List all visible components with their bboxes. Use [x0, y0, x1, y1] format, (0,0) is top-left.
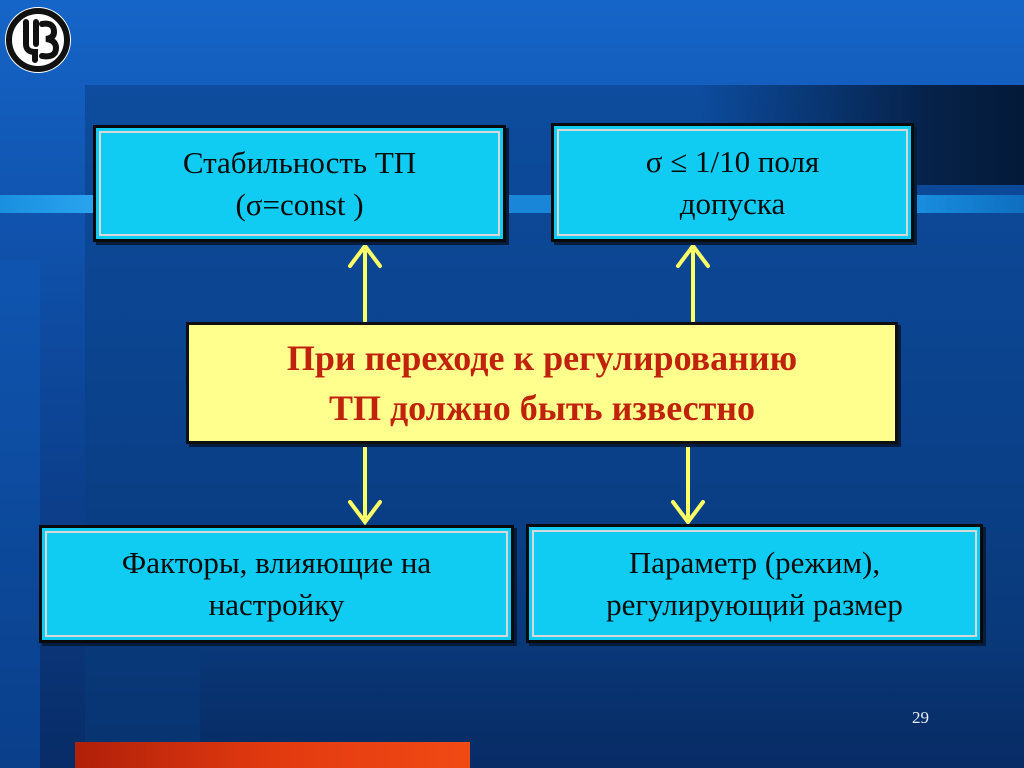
box-central-statement: При переходе к регулированию ТП должно б…: [186, 322, 898, 444]
accent-stripe-left: [0, 195, 95, 213]
box-stability: Стабильность ТП (σ=const ): [93, 125, 506, 242]
background-left-band: [0, 260, 40, 768]
box-sigma-tolerance: σ ≤ 1/10 поля допуска: [551, 123, 914, 242]
box-regulating-parameter: Параметр (режим), регулирующий размер: [526, 524, 983, 643]
accent-bar-bottom: [75, 742, 470, 768]
box-influencing-factors: Факторы, влияющие на настройку: [39, 525, 514, 643]
page-number: 29: [912, 708, 929, 727]
accent-stripe-middle: [505, 195, 555, 213]
emblem-icon: [5, 7, 71, 73]
accent-stripe-right: [912, 195, 1024, 213]
